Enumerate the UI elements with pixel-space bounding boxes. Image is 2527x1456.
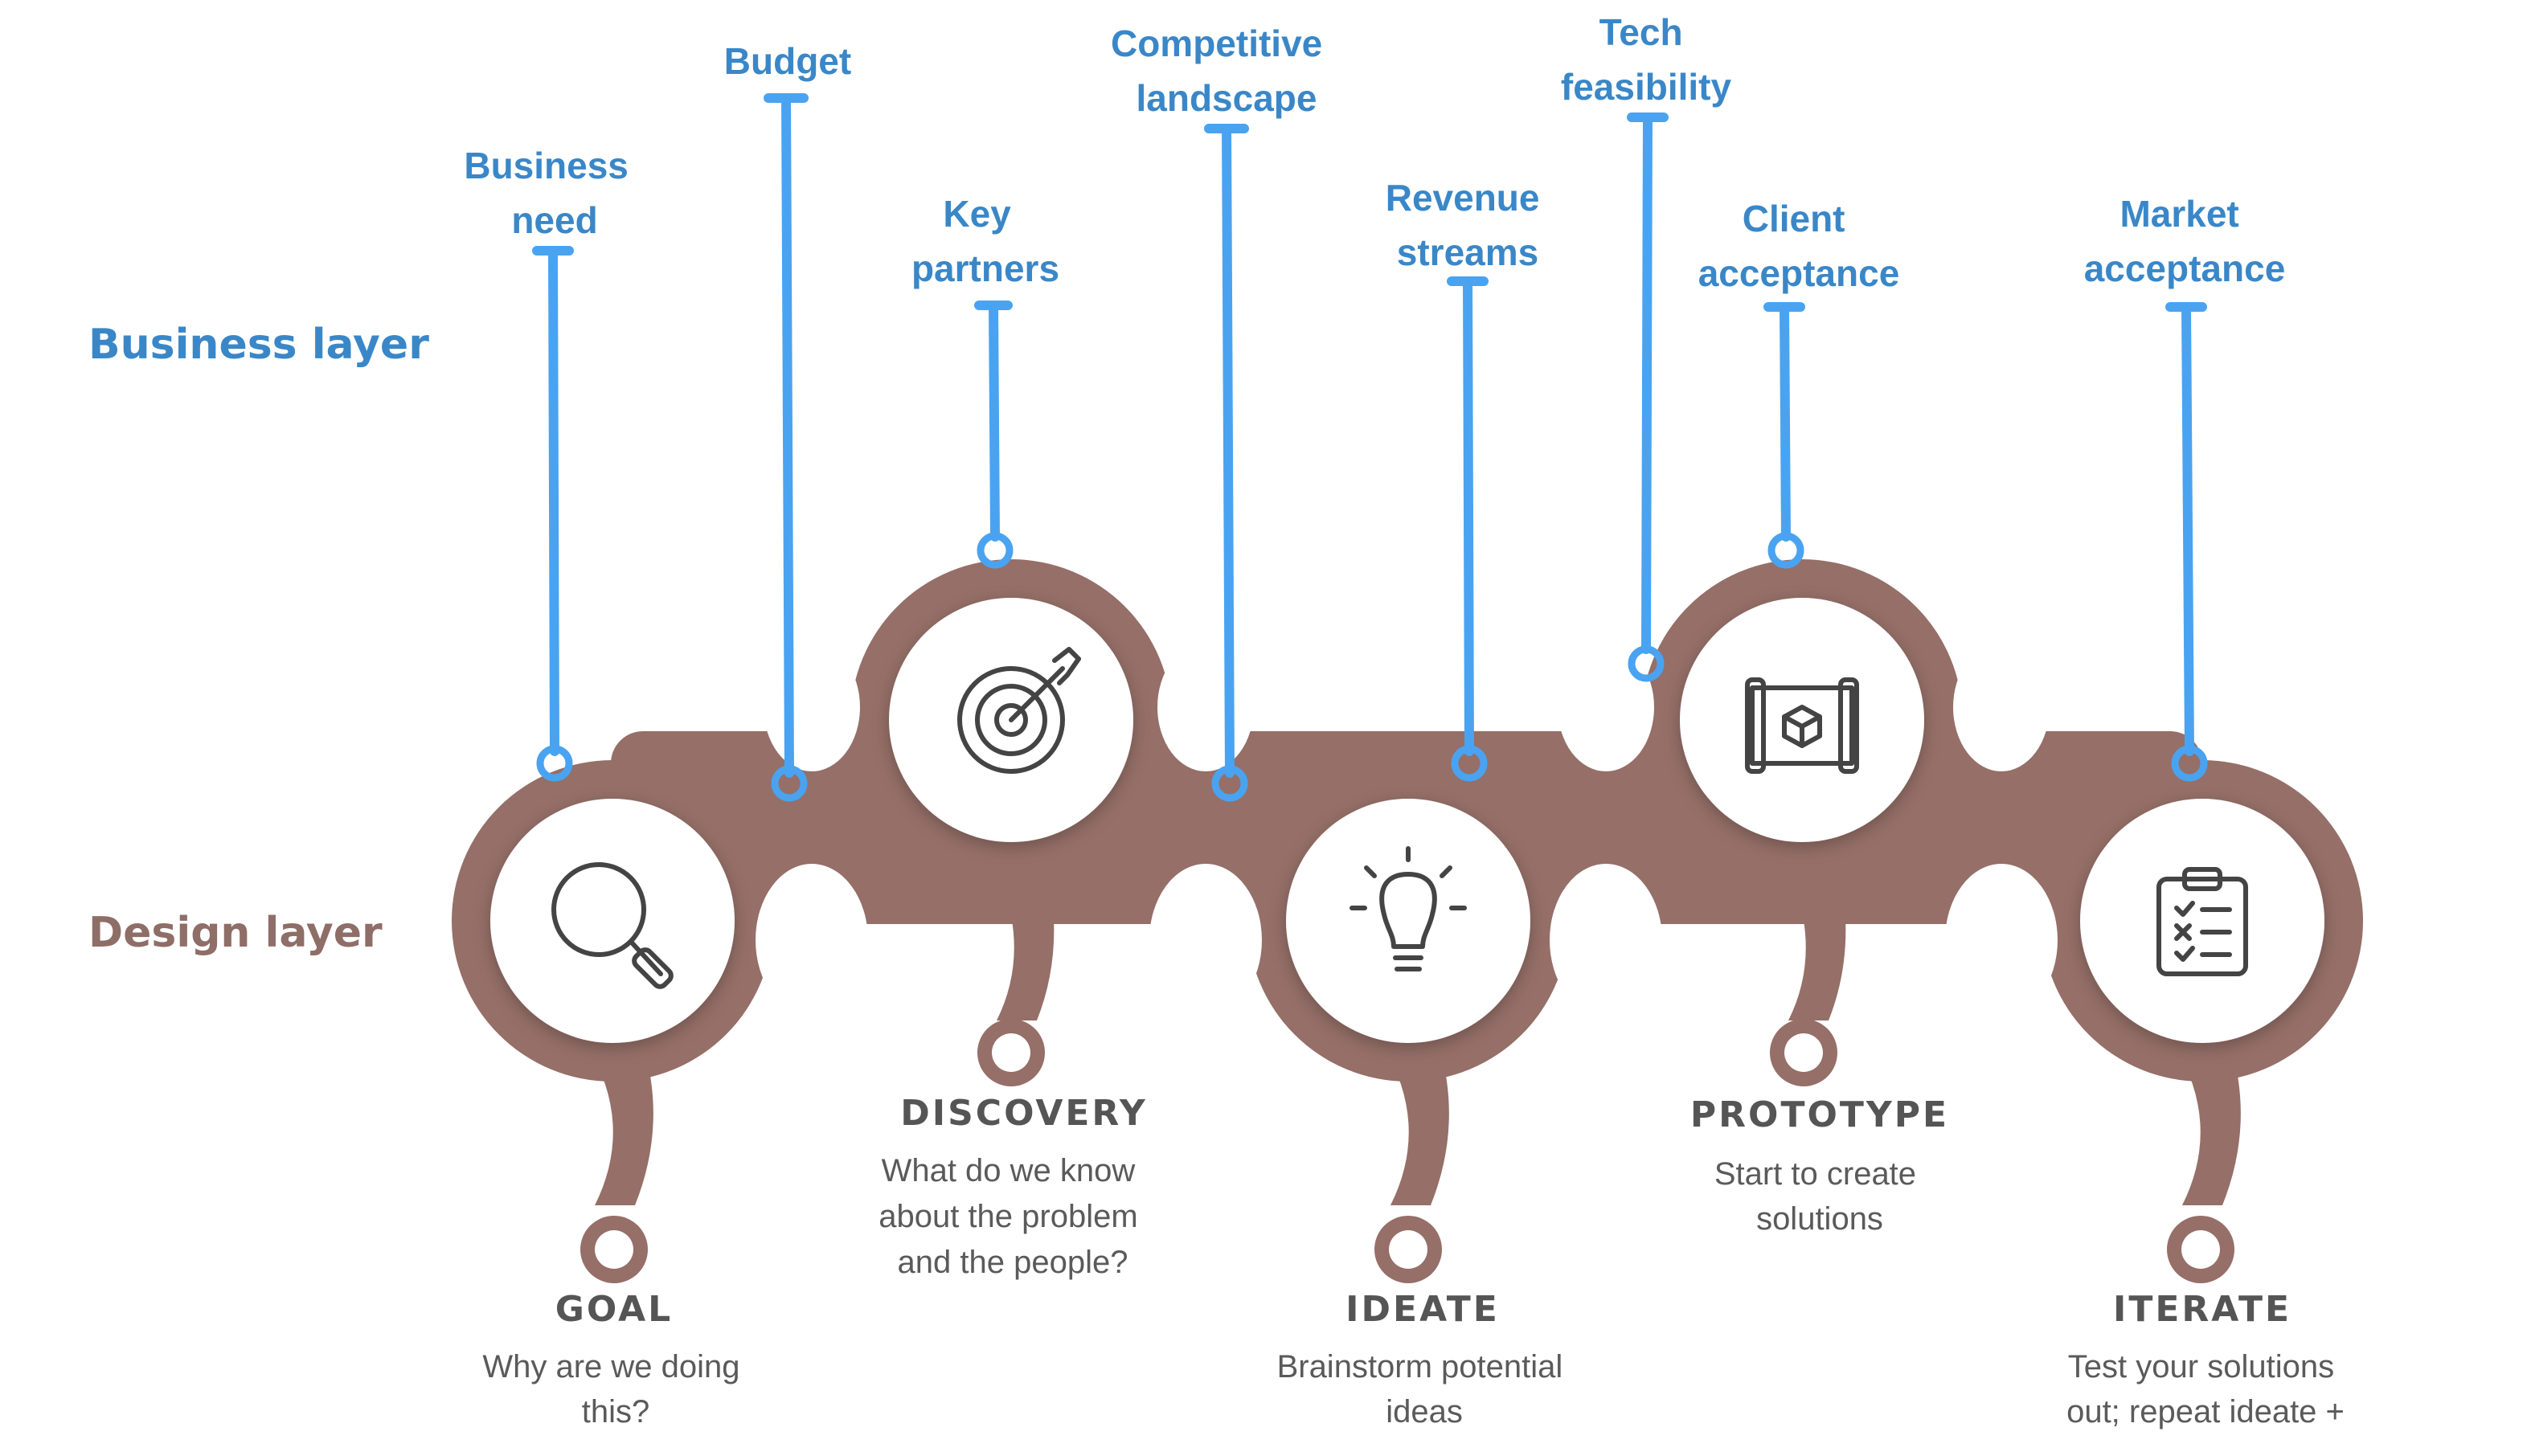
business-lines (532, 93, 2208, 802)
stage-desc-ideate: Brainstorm potential ideas (1277, 1349, 1572, 1429)
blueprint-icon (1745, 677, 1859, 774)
design-layer-label: Design layer (88, 909, 383, 957)
target-icon (957, 647, 1081, 774)
business-item-revenue-streams: Revenue streams (1386, 177, 1550, 273)
business-layer-label: Business layer (88, 321, 429, 369)
business-item-competitive-landscape: Competitive landscape (1111, 22, 1333, 119)
stage-title-prototype: PROTOTYPE (1690, 1094, 1949, 1135)
stage-circle-prototype (1680, 598, 1924, 842)
business-item-tech-feasibility: Tech feasibility (1561, 11, 1732, 108)
stage-title-goal: GOAL (555, 1289, 673, 1330)
stage-title-iterate: ITERATE (2113, 1289, 2292, 1330)
magnifier-icon (551, 862, 674, 989)
business-item-market-acceptance: Market acceptance (2084, 193, 2286, 289)
stage-circle-iterate (2080, 799, 2324, 1043)
stage-circle-ideate (1286, 799, 1530, 1043)
checklist-icon (2156, 867, 2248, 976)
lightbulb-icon (1350, 846, 1467, 971)
stage-title-discovery: DISCOVERY (900, 1093, 1148, 1134)
business-item-key-partners: Key partners (911, 193, 1059, 289)
stage-desc-iterate: Test your solutions out; repeat ideate + (2066, 1349, 2345, 1429)
business-item-client-acceptance: Client acceptance (1698, 198, 1900, 294)
stage-circle-goal (490, 799, 735, 1043)
business-item-budget: Budget (724, 40, 851, 82)
stage-title-ideate: IDEATE (1345, 1289, 1500, 1330)
stage-desc-discovery: What do we know about the problem and th… (879, 1153, 1147, 1280)
stage-labels: GOAL Why are we doing this? DISCOVERY Wh… (482, 1093, 2345, 1429)
stage-desc-goal: Why are we doing this? (482, 1349, 748, 1429)
business-item-labels: Business need Budget Key partners Compet… (464, 11, 2285, 294)
stage-desc-prototype: Start to create solutions (1714, 1156, 1925, 1237)
business-item-business-need: Business need (464, 145, 638, 241)
